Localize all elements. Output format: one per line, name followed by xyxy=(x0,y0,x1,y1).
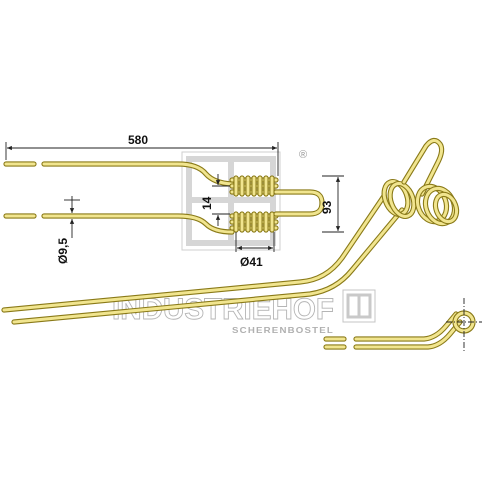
registered-mark: ® xyxy=(299,149,307,161)
watermark-location: SCHERENBOSTEL xyxy=(232,326,334,335)
dimension-coil-diameter-label: Ø41 xyxy=(240,255,263,269)
dimension-wire-diameter-label: Ø9,5 xyxy=(56,238,70,264)
dimension-length-label: 580 xyxy=(128,133,148,147)
perspective-coil-right xyxy=(414,183,460,227)
tine-side-view xyxy=(323,298,482,352)
upper-coil xyxy=(229,175,279,197)
tine-top-view xyxy=(3,161,325,235)
watermark-brand-logo xyxy=(342,289,376,323)
dimension-wire-diameter xyxy=(64,196,80,238)
lower-coil xyxy=(229,211,279,233)
dimension-coil-diameter xyxy=(235,232,275,252)
perspective-coil-left xyxy=(381,178,417,220)
tine-perspective-view xyxy=(1,137,460,325)
dimension-length xyxy=(5,142,279,176)
dimension-height-label: 93 xyxy=(320,200,334,214)
dimension-spacing xyxy=(212,174,230,226)
dimension-height xyxy=(322,175,344,233)
dimension-spacing-label: 14 xyxy=(200,196,214,210)
